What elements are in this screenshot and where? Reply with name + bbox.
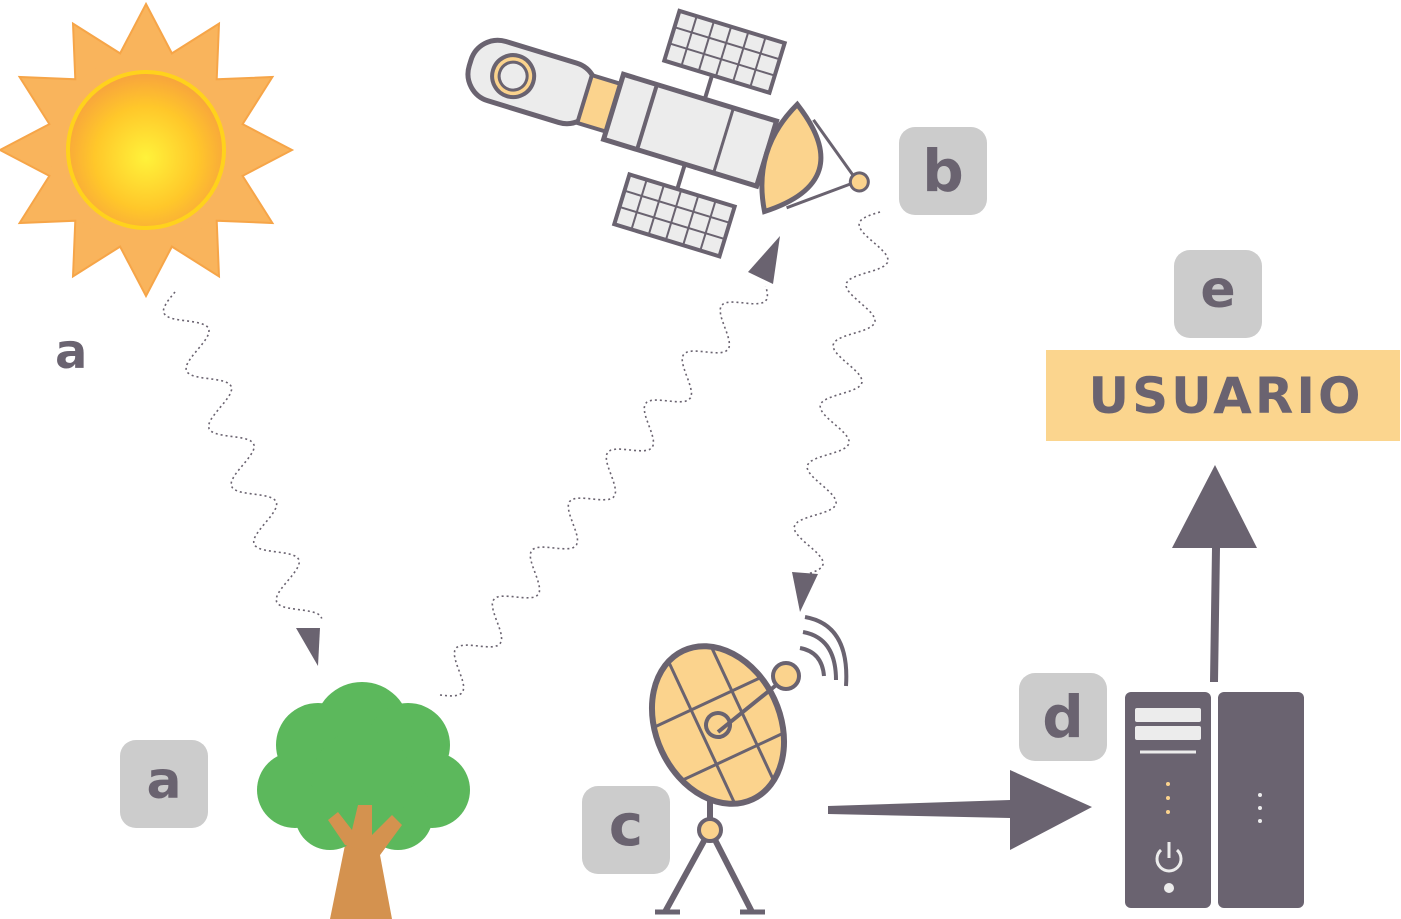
badge-tree: a xyxy=(120,740,208,828)
signal-sun-to-tree-arrowhead xyxy=(296,628,320,666)
user-box xyxy=(1046,350,1400,441)
badge-satellite: b xyxy=(899,127,987,215)
badge-satellite-label: b xyxy=(922,137,964,205)
badge-user: e xyxy=(1174,250,1262,338)
badge-antenna-label: c xyxy=(609,791,643,859)
arrow-server-to-user xyxy=(1172,465,1257,682)
badge-server: d xyxy=(1019,673,1107,761)
signal-satellite-to-antenna-arrowhead xyxy=(792,572,818,612)
user-box-label: USUARIO xyxy=(1089,367,1364,425)
signal-satellite-to-antenna xyxy=(793,211,889,575)
signal-sun-to-tree xyxy=(162,291,323,619)
tree-icon xyxy=(257,682,470,919)
badge-antenna: c xyxy=(582,786,670,874)
satellite-icon xyxy=(465,8,870,259)
server-icon xyxy=(1125,692,1304,908)
badge-user-label: e xyxy=(1200,260,1235,320)
antenna-icon xyxy=(648,615,849,915)
sun-label: a xyxy=(55,324,87,380)
sun-icon xyxy=(0,1,295,299)
badge-tree-label: a xyxy=(146,751,181,811)
badge-server-label: d xyxy=(1042,683,1084,751)
signal-tree-to-satellite xyxy=(439,286,769,697)
arrow-antenna-to-server xyxy=(828,770,1092,850)
signal-tree-to-satellite-arrowhead xyxy=(748,236,780,284)
